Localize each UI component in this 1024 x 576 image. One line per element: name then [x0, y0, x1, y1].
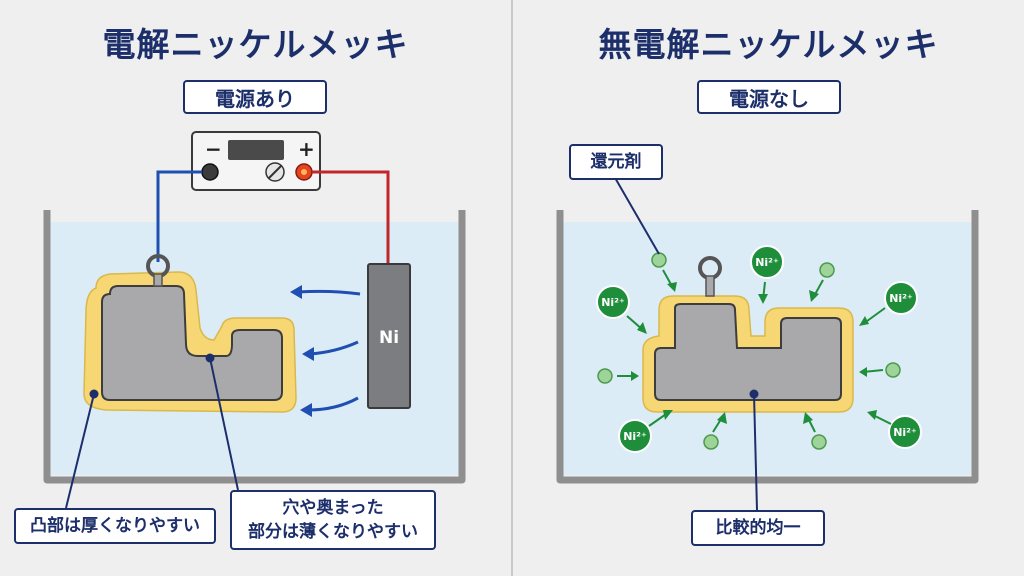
red-wire — [312, 170, 390, 266]
nickel-ion: Ni²⁺ — [596, 285, 630, 319]
svg-text:Ni²⁺: Ni²⁺ — [755, 256, 779, 269]
svg-text:Ni²⁺: Ni²⁺ — [889, 292, 913, 305]
plated-part — [83, 254, 297, 413]
svg-text:Ni²⁺: Ni²⁺ — [893, 426, 917, 439]
minus-terminal — [201, 163, 219, 181]
tank — [43, 210, 466, 484]
current-arrow — [307, 396, 359, 412]
callout-convex: 凸部は厚くなりやすい — [14, 508, 216, 544]
reducer-particle — [885, 362, 901, 378]
metal-workpiece — [101, 285, 283, 401]
reducer-particle — [651, 252, 667, 268]
electrolytic-panel: 電解ニッケルメッキ 電源あり − + — [0, 0, 511, 576]
reducer-particle — [819, 262, 835, 278]
svg-text:Ni²⁺: Ni²⁺ — [623, 430, 647, 443]
nickel-ion: Ni²⁺ — [884, 281, 918, 315]
plus-terminal-label: + — [298, 137, 315, 161]
current-arrows — [297, 289, 361, 412]
nickel-ion: Ni²⁺ — [888, 415, 922, 449]
reducer-label: 還元剤 — [569, 144, 663, 180]
tank — [556, 210, 979, 484]
electroless-scene: Ni²⁺ Ni²⁺ Ni²⁺ Ni²⁺ Ni²⁺ — [556, 175, 979, 511]
electrolytic-scene: − + Ni — [43, 131, 466, 509]
power-off-badge: 電源なし — [697, 80, 841, 114]
callout-recess-line2: 部分は薄くなりやすい — [248, 522, 418, 542]
nickel-ion: Ni²⁺ — [750, 245, 784, 279]
power-supply: − + — [191, 131, 321, 191]
nickel-ion: Ni²⁺ — [618, 419, 652, 453]
reducer-particle — [597, 368, 613, 384]
leader-line-reducer — [613, 175, 660, 255]
display — [228, 140, 284, 160]
anode-label: Ni — [379, 328, 399, 348]
callout-recess: 穴や奥まった 部分は薄くなりやすい — [230, 490, 436, 550]
reducer-particle — [811, 434, 827, 450]
electroless-panel: 無電解ニッケルメッキ 電源なし Ni²⁺ — [513, 0, 1024, 576]
reducer-particle — [703, 434, 719, 450]
callout-recess-line1: 穴や奥まった — [282, 498, 384, 518]
leader-line-uniform — [753, 393, 758, 511]
electroless-title: 無電解ニッケルメッキ — [598, 25, 939, 64]
metal-workpiece — [654, 303, 842, 401]
power-on-badge: 電源あり — [183, 80, 327, 114]
panel-divider — [511, 0, 513, 576]
svg-text:Ni²⁺: Ni²⁺ — [601, 296, 625, 309]
leader-line-convex — [65, 393, 95, 509]
plated-part — [642, 256, 854, 413]
minus-terminal-label: − — [205, 137, 222, 161]
callout-uniform: 比較的均一 — [691, 510, 825, 546]
nickel-anode: Ni — [367, 263, 411, 409]
electrolytic-title: 電解ニッケルメッキ — [102, 25, 409, 64]
blue-wire — [156, 170, 202, 262]
leader-line-recess — [209, 357, 239, 491]
current-arrow — [309, 340, 359, 356]
current-arrow — [297, 289, 361, 296]
nickel-ions: Ni²⁺ Ni²⁺ Ni²⁺ Ni²⁺ Ni²⁺ — [596, 245, 922, 453]
